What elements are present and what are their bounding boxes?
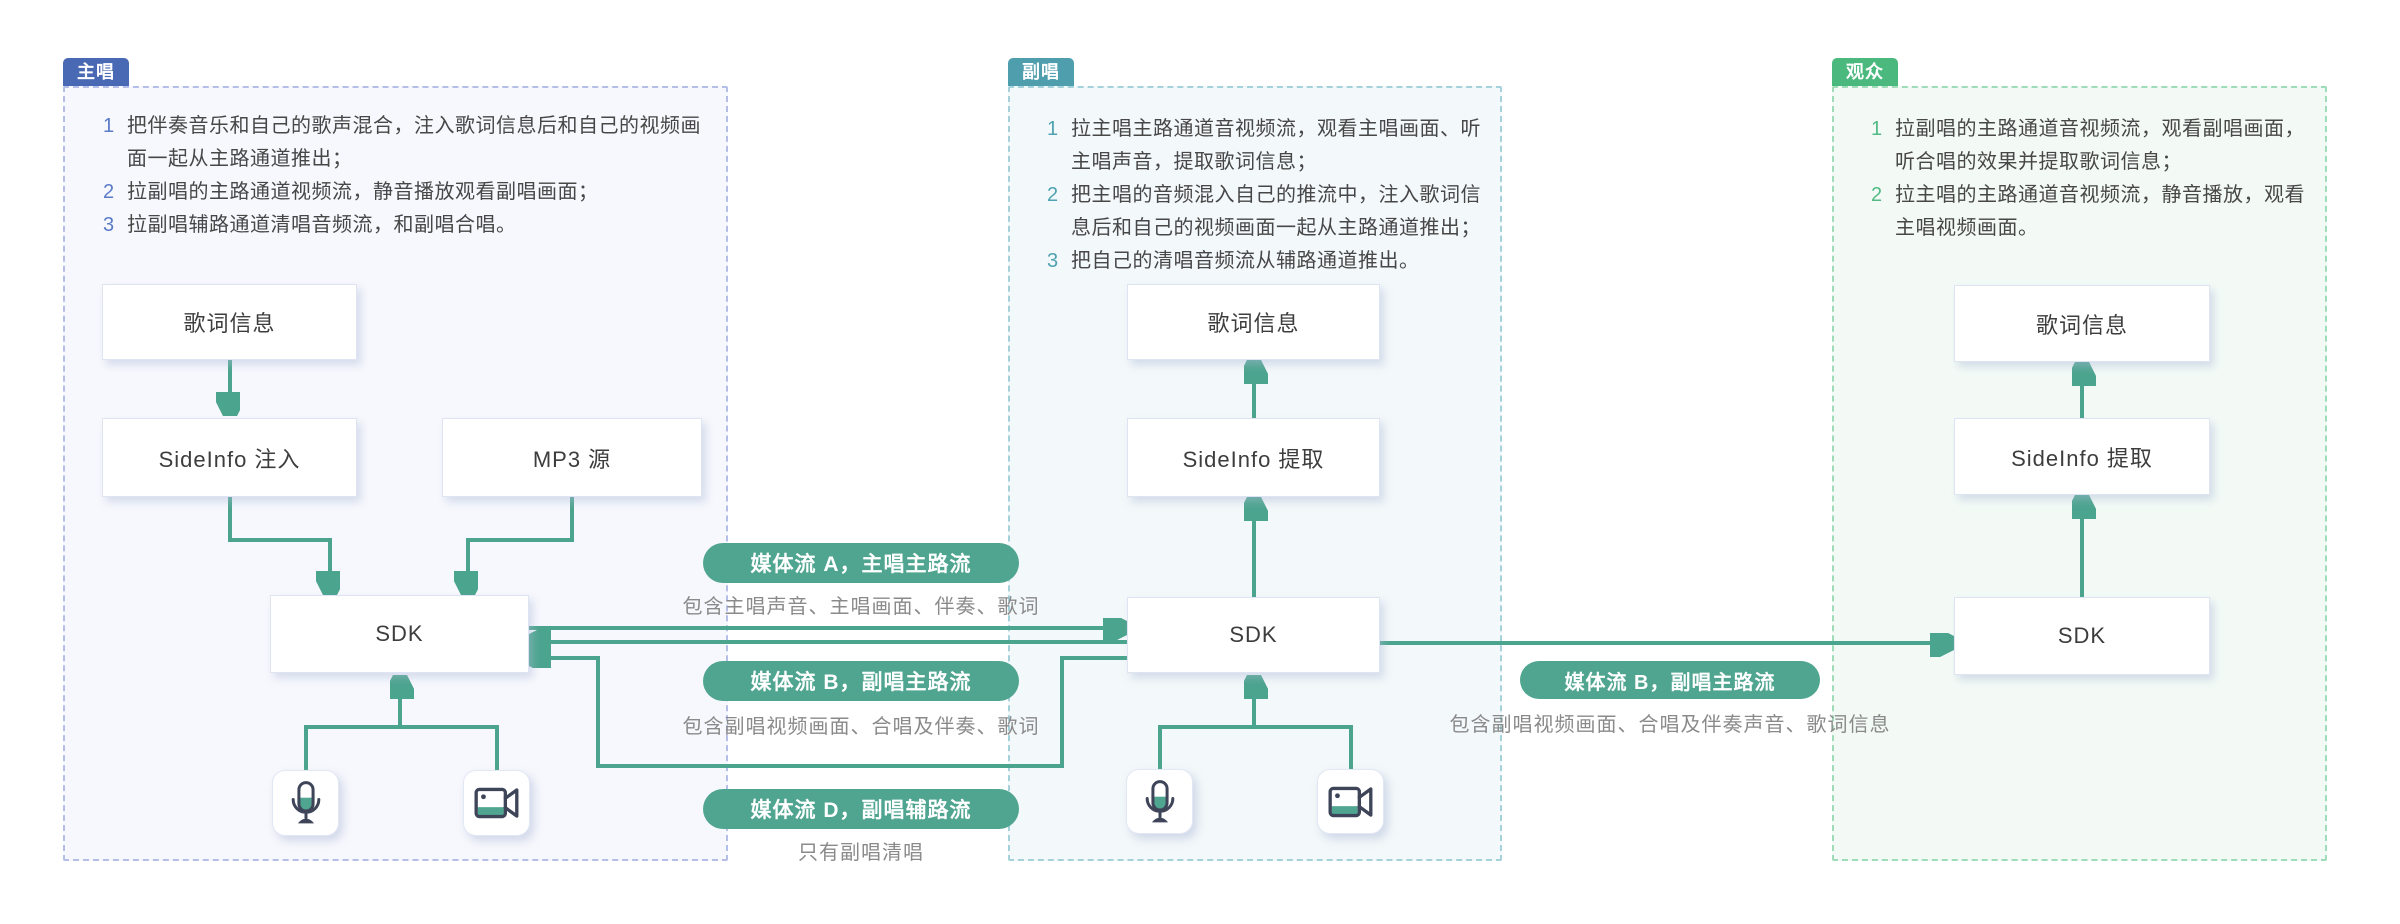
arrow-sideinfo-inject-to-sdk: [228, 497, 330, 588]
lead-camera-tile: [463, 770, 530, 836]
video-camera-icon: [474, 787, 518, 819]
stream-b-audience-caption: 包含副唱视频画面、合唱及伴奏声音、歌词信息: [1449, 714, 1891, 736]
lead-singer-badge: 主唱: [63, 58, 129, 86]
step-number: 3: [103, 214, 115, 236]
audience-badge: 观众: [1832, 58, 1898, 86]
stream-a-caption: 包含主唱声音、主唱画面、伴奏、歌词: [682, 596, 1040, 618]
video-camera-icon: [1328, 786, 1372, 817]
co-sdk-box: SDK: [1127, 597, 1380, 673]
step-number: 1: [1047, 118, 1059, 140]
co-singer-badge: 副唱: [1008, 58, 1074, 86]
microphone-icon: [291, 781, 320, 824]
list-item: 3 拉副唱辅路通道清唱音频流，和副唱合唱。: [103, 209, 701, 242]
co-camera-tile: [1317, 769, 1384, 834]
arrow-mp3-to-sdk: [468, 497, 574, 588]
step-number: 3: [1047, 250, 1059, 272]
list-item: 1 拉主唱主路通道音视频流，观看主唱画面、听主唱声音，提取歌词信息；: [1047, 113, 1481, 179]
step-number: 2: [1047, 184, 1059, 206]
co-lyrics-info-box: 歌词信息: [1127, 284, 1380, 360]
stream-d-caption: 只有副唱清唱: [798, 842, 924, 864]
stream-d-pill: 媒体流 D，副唱辅路流: [703, 789, 1019, 829]
co-sideinfo-extract-box: SideInfo 提取: [1127, 418, 1380, 497]
list-item: 1 拉副唱的主路通道音视频流，观看副唱画面，听合唱的效果并提取歌词信息；: [1871, 113, 2305, 179]
lead-mp3-source-box: MP3 源: [442, 418, 702, 497]
stream-a-pill: 媒体流 A，主唱主路流: [703, 543, 1019, 583]
microphone-icon: [1145, 779, 1174, 822]
list-item: 1 把伴奏音乐和自己的歌声混合，注入歌词信息后和自己的视频画面一起从主路通道推出…: [103, 110, 701, 176]
list-item: 2 拉副唱的主路通道视频流，静音播放观看副唱画面；: [103, 176, 701, 209]
lead-lyrics-info-box: 歌词信息: [102, 284, 357, 360]
audience-sdk-box: SDK: [1954, 597, 2210, 675]
stream-b-caption: 包含副唱视频画面、合唱及伴奏、歌词: [682, 716, 1040, 738]
lead-sideinfo-inject-box: SideInfo 注入: [102, 418, 357, 497]
audience-steps: 1 拉副唱的主路通道音视频流，观看副唱画面，听合唱的效果并提取歌词信息； 2 拉…: [1871, 113, 2305, 245]
list-item: 2 拉主唱的主路通道音视频流，静音播放，观看主唱视频画面。: [1871, 179, 2305, 245]
lead-sdk-box: SDK: [270, 595, 529, 673]
lead-singer-steps: 1 把伴奏音乐和自己的歌声混合，注入歌词信息后和自己的视频画面一起从主路通道推出…: [103, 110, 701, 242]
step-number: 1: [1871, 118, 1883, 140]
audience-sideinfo-extract-box: SideInfo 提取: [1954, 418, 2210, 495]
step-number: 2: [103, 181, 115, 203]
stream-b-audience-pill: 媒体流 B，副唱主路流: [1520, 661, 1820, 699]
list-item: 3 把自己的清唱音频流从辅路通道推出。: [1047, 245, 1481, 278]
stream-b-pill: 媒体流 B，副唱主路流: [703, 661, 1019, 701]
list-item: 2 把主唱的音频混入自己的推流中，注入歌词信息后和自己的视频画面一起从主路通道推…: [1047, 179, 1481, 245]
co-microphone-tile: [1126, 769, 1193, 834]
step-number: 1: [103, 115, 115, 137]
wire-lead-mic-camera-join: [304, 725, 499, 770]
co-singer-steps: 1 拉主唱主路通道音视频流，观看主唱画面、听主唱声音，提取歌词信息； 2 把主唱…: [1047, 113, 1481, 278]
arrow-stream-d-co-to-lead: [534, 658, 1127, 768]
lead-microphone-tile: [272, 770, 339, 836]
audience-lyrics-info-box: 歌词信息: [1954, 285, 2210, 362]
step-number: 2: [1871, 184, 1883, 206]
wire-co-mic-camera-join: [1158, 725, 1353, 769]
